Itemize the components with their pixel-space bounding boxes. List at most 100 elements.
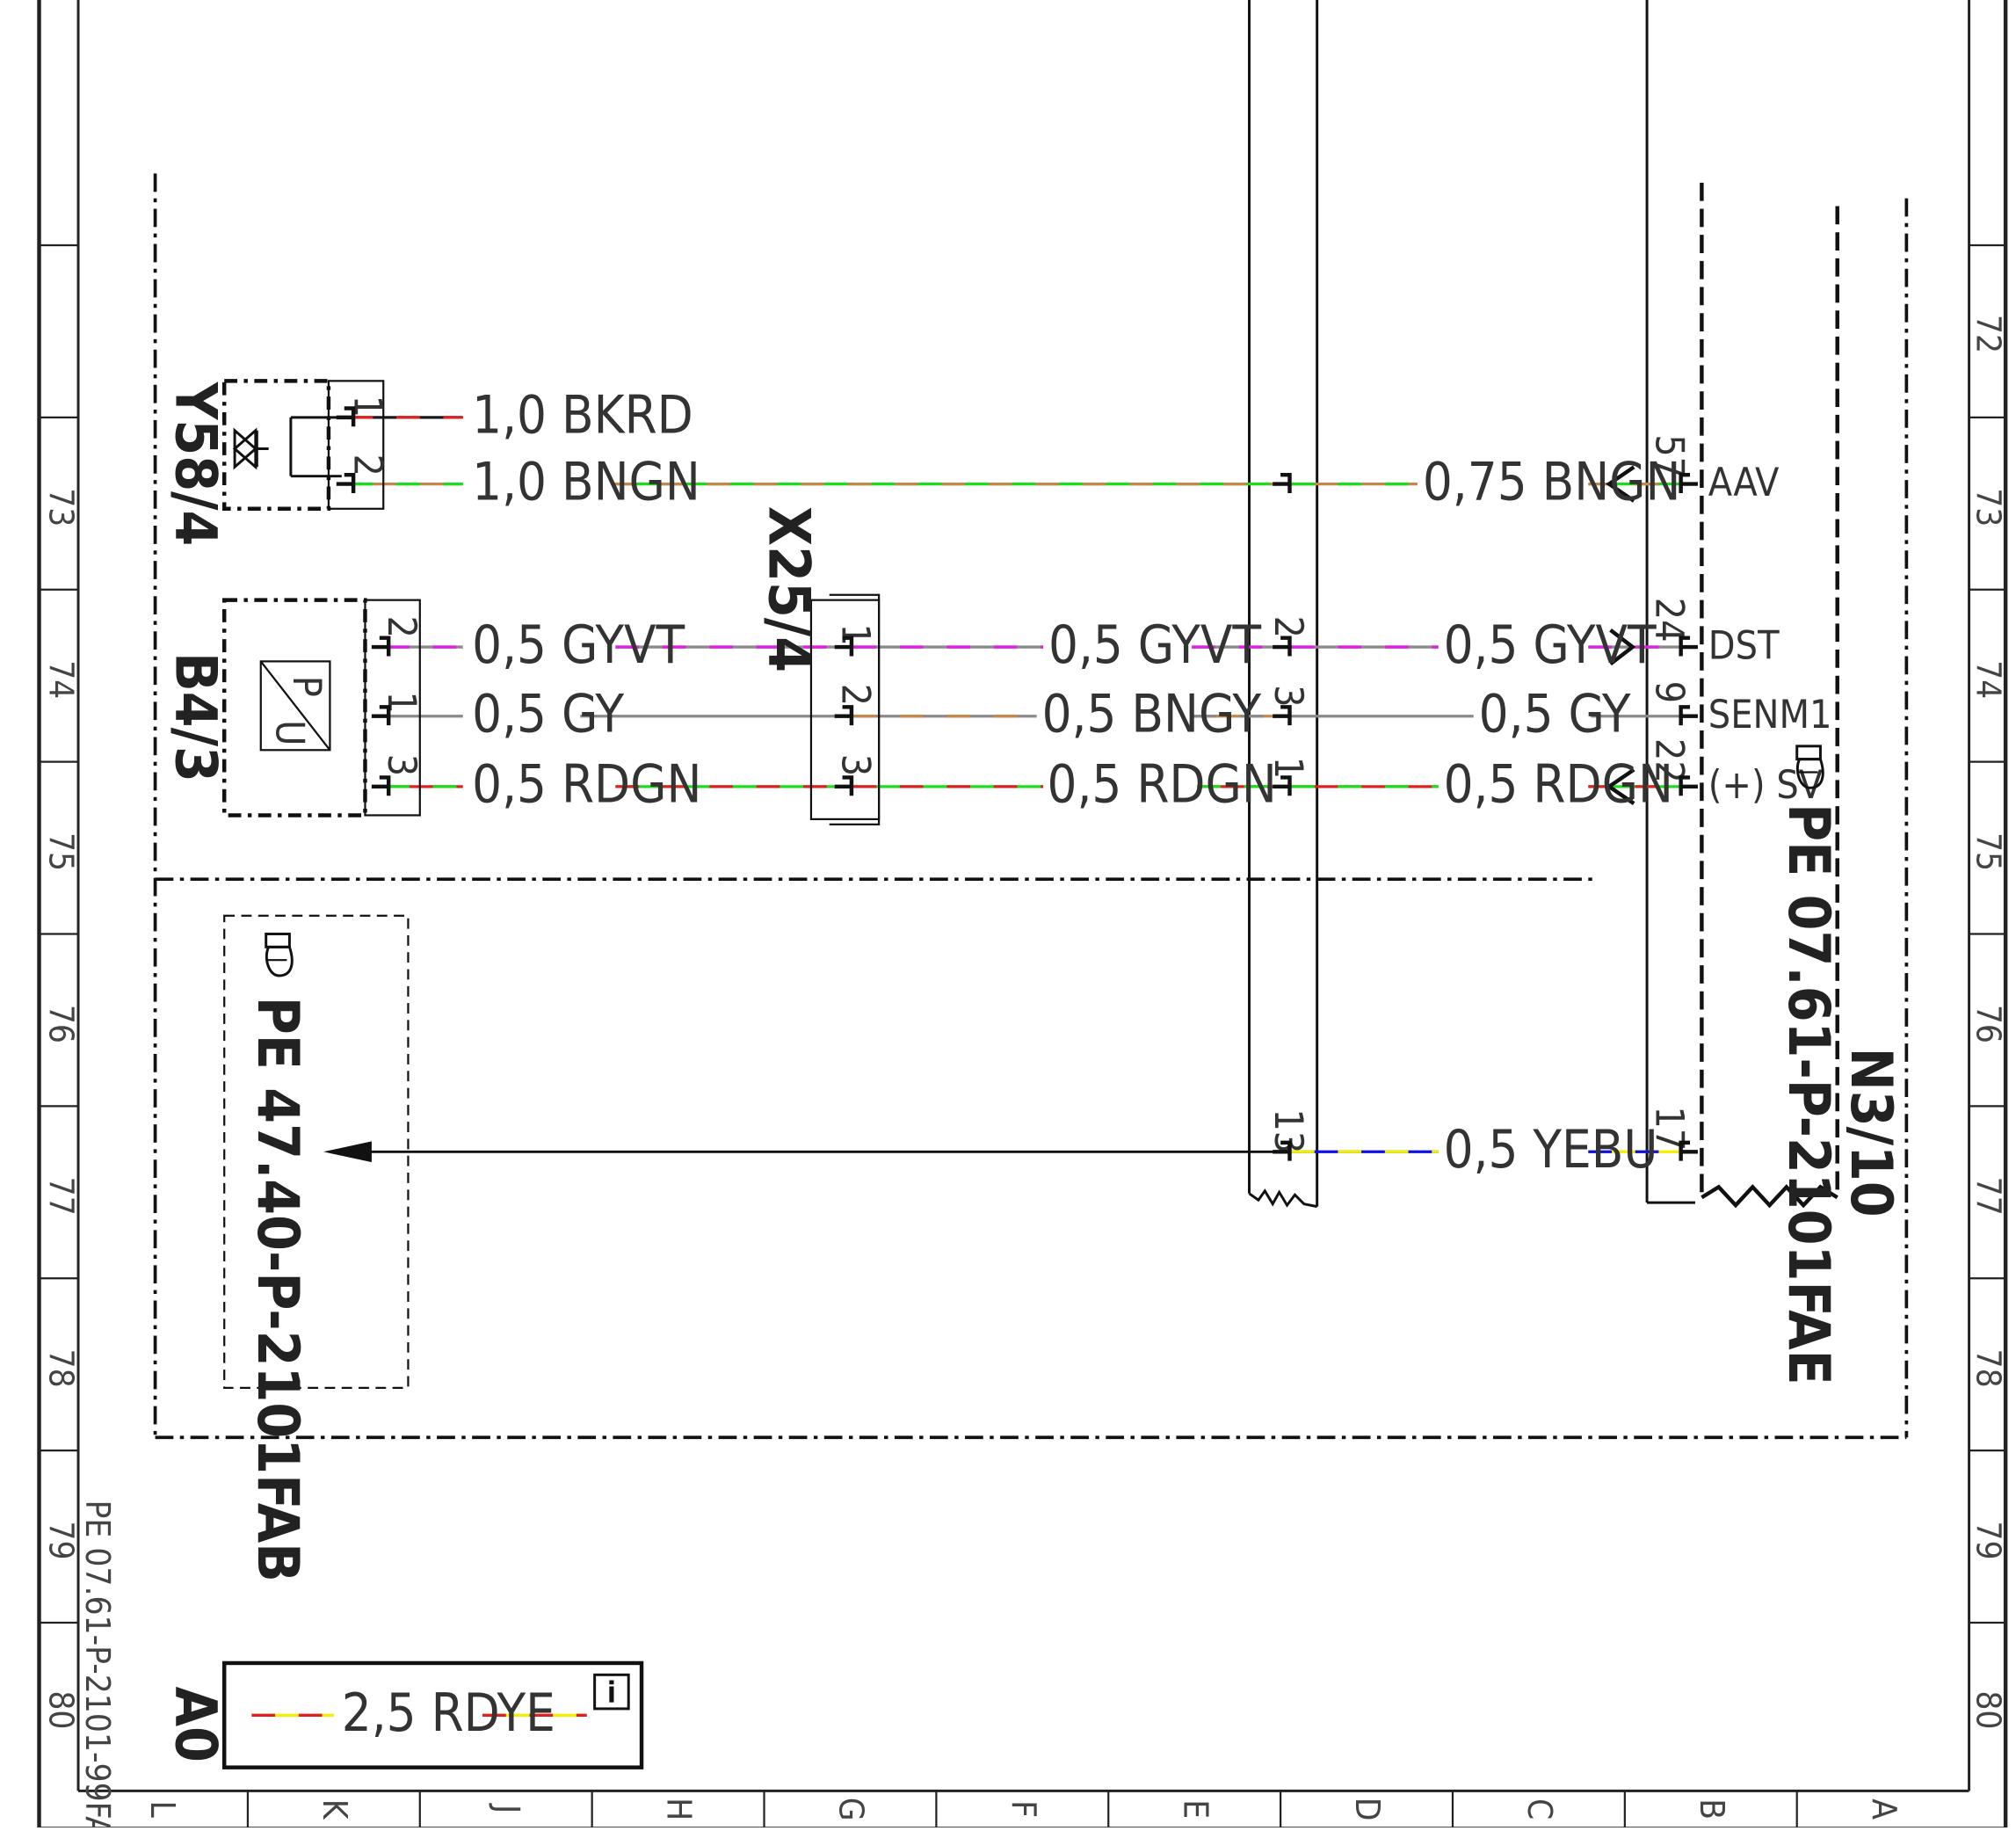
pin-label: 2: [345, 454, 390, 476]
column-label: B: [1692, 1798, 1731, 1820]
row-label: 78: [40, 1349, 80, 1388]
column-label: G: [831, 1798, 871, 1821]
x25-connector: X25/4 1 2 3: [755, 506, 881, 825]
pin-label: 3: [379, 754, 424, 776]
right-reference: PE 07.61-P-2101FAE: [1775, 745, 1842, 1385]
pin-label: 2: [1265, 615, 1310, 637]
row-label: 73: [1968, 488, 2007, 527]
sensor-symbol-bottom: U: [267, 720, 312, 745]
terminal-layer: [336, 406, 1698, 1161]
pin-label: 2: [379, 615, 424, 637]
row-label: 79: [1968, 1521, 2007, 1559]
arrow-left-icon: [1606, 465, 1635, 503]
sheet-id: PE 07.61-P-2101-99FAF: [77, 1500, 117, 1827]
row-label: 73: [40, 488, 80, 527]
pin-label: 1: [1265, 757, 1310, 779]
wire-label: 0,5 BNGY: [1042, 684, 1262, 745]
sensor-symbol-top: P: [284, 676, 329, 697]
pin-label: 1: [379, 692, 424, 714]
row-label: 72: [1968, 315, 2007, 353]
terminal-icon: [336, 472, 356, 493]
boundaries: [153, 173, 1909, 1440]
row-dividers: [39, 243, 2006, 1624]
info-icon: [593, 1673, 630, 1711]
column-letters: L K J H G F E D C B A: [142, 1798, 1904, 1821]
wire-label: 0,5 GY: [1479, 684, 1631, 745]
sheet-frame: [37, 0, 2008, 1831]
column-label: H: [659, 1798, 699, 1820]
a0-label: A0: [162, 1687, 228, 1762]
trunk-pins: 2 3 1 13: [1265, 615, 1310, 1153]
row-label: 78: [1968, 1349, 2007, 1388]
pin-label: 1: [833, 623, 878, 645]
wire-label: 0,5 RDGN: [472, 754, 701, 815]
row-label: 75: [1968, 832, 2007, 871]
info-icon-glyph: i: [607, 1675, 616, 1709]
signal-sv: (+) SV: [1708, 763, 1824, 808]
terminal-icon: [1679, 705, 1698, 726]
harness-trunk: [1248, 0, 1695, 1209]
y58-component: Y58/4 1 2: [162, 379, 390, 547]
arrow-left-icon: [1606, 767, 1635, 805]
terminal-icon: [1679, 775, 1698, 796]
row-label: 76: [40, 1005, 80, 1043]
x25-label: X25/4: [755, 506, 822, 672]
pin-label: 24: [1646, 598, 1691, 643]
row-label: 77: [1968, 1177, 2007, 1216]
legend-a0: A0 i: [162, 1660, 644, 1769]
terminal-icon: [1273, 1140, 1292, 1161]
terminal-icon: [1273, 705, 1292, 726]
row-label: 79: [40, 1521, 80, 1559]
pin-label: 3: [1265, 685, 1310, 707]
wire-layer: [251, 416, 1683, 1717]
column-label: J: [487, 1803, 526, 1813]
wire-label: 0,5 GYVT: [1048, 614, 1261, 675]
row-label: 75: [40, 832, 80, 871]
wire-label: 0,75 BNGN: [1423, 451, 1681, 512]
right-reference-label: PE 07.61-P-2101FAE: [1775, 803, 1842, 1385]
row-label: 80: [1968, 1690, 2007, 1729]
column-label: A: [1864, 1798, 1904, 1820]
signal-senm1: SENM1: [1708, 693, 1832, 737]
row-label: 74: [1968, 660, 2007, 699]
terminal-icon: [371, 705, 391, 726]
hand-pointer-icon: [1795, 745, 1824, 789]
left-reference-box: PE 47.40-P-2101FAB: [223, 914, 1276, 1582]
column-dividers: [246, 1791, 1798, 1829]
terminal-icon: [1679, 1140, 1698, 1161]
row-label: 76: [1968, 1005, 2007, 1043]
terminal-icon: [834, 705, 854, 726]
column-label: C: [1519, 1798, 1559, 1820]
n3-break-line: [1701, 1184, 1838, 1209]
terminal-icon: [834, 775, 854, 796]
wire-labels: 1,0 BKRD 1,0 BNGN 0,75 BNGN 0,5 GYVT 0,5…: [342, 385, 1681, 1743]
column-label: E: [1175, 1799, 1215, 1819]
terminal-icon: [1679, 472, 1698, 493]
arrow-right-icon: [1609, 628, 1636, 666]
signal-dst: DST: [1708, 623, 1780, 668]
wire-label: 0,5 RDGN: [1444, 754, 1673, 815]
signal-aav: AAV: [1708, 461, 1780, 505]
column-label: D: [1347, 1798, 1387, 1821]
terminal-icon: [834, 636, 854, 657]
n3-pins: 57 24 9 22 17 AAV DST SENM1 (+) SV N3/10: [1646, 434, 1904, 1217]
wire-arrows: [1606, 465, 1636, 805]
b4-label: B4/3: [162, 652, 228, 782]
terminal-icon: [1273, 636, 1292, 657]
n3-label: N3/10: [1838, 1048, 1904, 1217]
row-label: 77: [40, 1177, 80, 1216]
n3-boundary: [1700, 182, 1839, 1198]
wire-label: 0,5 GYVT: [472, 614, 685, 675]
terminal-icon: [1679, 636, 1698, 657]
column-label: K: [315, 1799, 354, 1820]
valve-icon: [232, 427, 269, 470]
wire-label: 2,5 RDYE: [342, 1682, 555, 1743]
terminal-icon: [336, 406, 356, 427]
b4-component: P U B4/3 2 1 3: [162, 598, 424, 817]
wire-label: 0,5 RDGN: [1048, 754, 1277, 815]
pin-label: 2: [833, 684, 878, 706]
pin-label: 57: [1646, 434, 1691, 479]
y58-label: Y58/4: [162, 381, 228, 547]
terminal-icon: [1273, 472, 1292, 493]
